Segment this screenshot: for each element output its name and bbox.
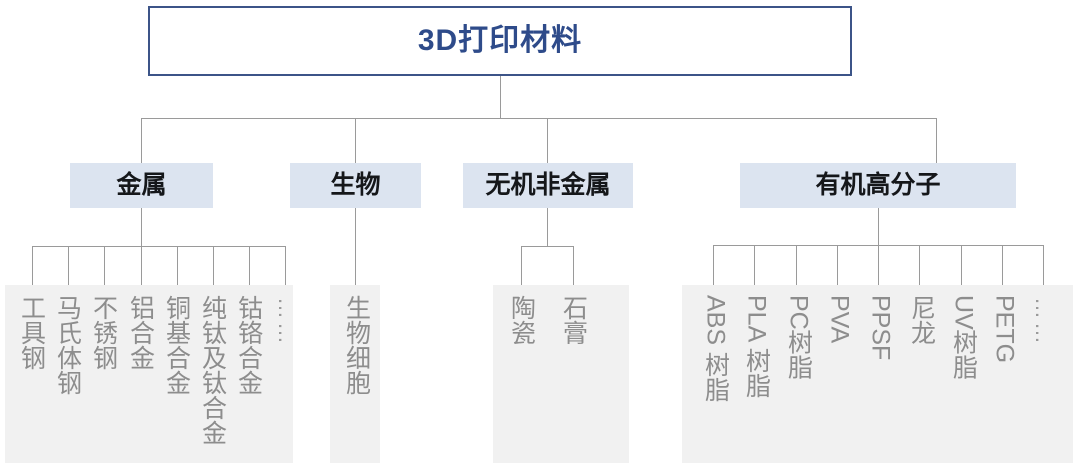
metal-leaf-drop-7 bbox=[249, 246, 250, 285]
polymer-leaf-drop-1 bbox=[713, 245, 714, 285]
polymer-leaf-panel: ABS 树脂 PLA 树脂 PC树脂 PVA PPSF 尼龙 UV树脂 PETG… bbox=[682, 285, 1073, 463]
inorganic-leaf-panel: 陶瓷 石膏 bbox=[493, 285, 629, 463]
leaf-item-metal-3: 不锈钢 bbox=[89, 295, 118, 370]
category-label-biological: 生物 bbox=[330, 171, 381, 199]
leaf-item-metal-5: 铜基合金 bbox=[162, 295, 191, 395]
metal-leaf-drop-1 bbox=[32, 246, 33, 285]
category-label-inorganic-nonmetal: 无机非金属 bbox=[485, 171, 611, 199]
inorganic-bus-connector bbox=[521, 246, 573, 247]
polymer-leaf-drop-5 bbox=[878, 245, 879, 285]
root-stem-connector bbox=[500, 76, 501, 119]
category-node-organic-polymer[interactable]: 有机高分子 bbox=[740, 163, 1016, 208]
root-node-label: 3D打印材料 bbox=[417, 24, 583, 57]
leaf-item-polymer-8: PETG bbox=[990, 295, 1019, 364]
category-node-inorganic-nonmetal[interactable]: 无机非金属 bbox=[463, 163, 633, 208]
level2-drop-biological bbox=[355, 118, 356, 163]
level2-drop-organic-polymer bbox=[936, 118, 937, 163]
leaf-item-inorganic-2: 石膏 bbox=[559, 295, 588, 345]
leaf-item-metal-4: 铝合金 bbox=[126, 295, 155, 370]
leaf-item-metal-7: 钴铬合金 bbox=[234, 295, 263, 395]
polymer-leaf-drop-ellipsis bbox=[1043, 245, 1044, 285]
metal-leaf-drop-3 bbox=[104, 246, 105, 285]
polymer-leaf-drop-4 bbox=[837, 245, 838, 285]
level2-drop-inorganic-nonmetal bbox=[547, 118, 548, 163]
metal-leaf-drop-ellipsis bbox=[285, 246, 286, 285]
biological-stem-connector bbox=[355, 208, 356, 285]
metal-leaf-drop-4 bbox=[141, 246, 142, 285]
leaf-item-inorganic-1: 陶瓷 bbox=[507, 295, 536, 345]
leaf-item-polymer-2: PLA 树脂 bbox=[742, 295, 771, 398]
inorganic-stem-connector bbox=[547, 208, 548, 247]
biological-leaf-panel: 生物细胞 bbox=[330, 285, 380, 463]
root-node-3d-printing-materials: 3D打印材料 bbox=[148, 6, 852, 76]
polymer-leaf-drop-8 bbox=[1002, 245, 1003, 285]
leaf-item-polymer-3: PC树脂 bbox=[784, 295, 813, 380]
leaf-item-polymer-4: PVA bbox=[825, 295, 854, 344]
leaf-item-biological-1: 生物细胞 bbox=[342, 295, 371, 395]
leaf-item-polymer-7: UV树脂 bbox=[949, 295, 978, 380]
category-node-metal[interactable]: 金属 bbox=[70, 163, 213, 208]
leaf-item-metal-1: 工具钢 bbox=[17, 295, 46, 370]
polymer-leaf-drop-6 bbox=[919, 245, 920, 285]
polymer-leaf-drop-3 bbox=[796, 245, 797, 285]
metal-leaf-drop-5 bbox=[177, 246, 178, 285]
polymer-leaf-drop-2 bbox=[754, 245, 755, 285]
leaf-item-metal-6: 纯钛及钛合金 bbox=[198, 295, 227, 445]
leaf-item-polymer-1: ABS 树脂 bbox=[701, 295, 730, 402]
category-label-metal: 金属 bbox=[116, 171, 167, 199]
metal-leaf-drop-6 bbox=[213, 246, 214, 285]
metal-leaf-panel: 工具钢 马氏体钢 不锈钢 铝合金 铜基合金 纯钛及钛合金 钴铬合金 …… bbox=[5, 285, 299, 463]
metal-stem-connector bbox=[141, 208, 142, 247]
metal-leaf-drop-2 bbox=[68, 246, 69, 285]
leaf-item-polymer-6: 尼龙 bbox=[907, 295, 936, 345]
inorganic-leaf-drop-2 bbox=[573, 246, 574, 285]
category-node-biological[interactable]: 生物 bbox=[290, 163, 421, 208]
polymer-leaf-drop-7 bbox=[961, 245, 962, 285]
leaf-item-polymer-ellipsis: …… bbox=[1031, 297, 1056, 347]
leaf-item-metal-2: 马氏体钢 bbox=[53, 295, 82, 395]
leaf-item-metal-ellipsis: …… bbox=[274, 297, 299, 347]
level2-bus-connector bbox=[141, 118, 936, 119]
level2-drop-metal bbox=[141, 118, 142, 163]
polymer-stem-connector bbox=[878, 208, 879, 245]
leaf-item-polymer-5: PPSF bbox=[866, 295, 895, 361]
category-label-organic-polymer: 有机高分子 bbox=[815, 171, 941, 199]
inorganic-leaf-drop-1 bbox=[521, 246, 522, 285]
metal-bus-connector bbox=[32, 246, 286, 247]
